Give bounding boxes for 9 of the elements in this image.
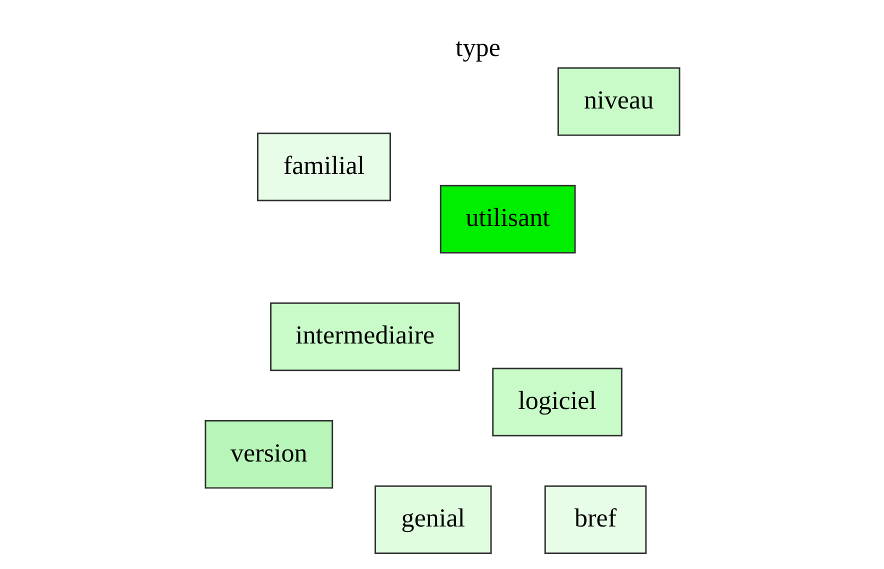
node-box: logiciel [492, 368, 622, 436]
node-box: niveau [556, 67, 680, 136]
node-box: utilisant [439, 184, 576, 254]
node-box: bref [544, 485, 646, 554]
node-box: genial [374, 485, 492, 554]
node-box: intermediaire [270, 302, 460, 372]
node-box: version [204, 420, 333, 489]
label: type [454, 33, 500, 62]
node-box: familial [256, 132, 390, 202]
